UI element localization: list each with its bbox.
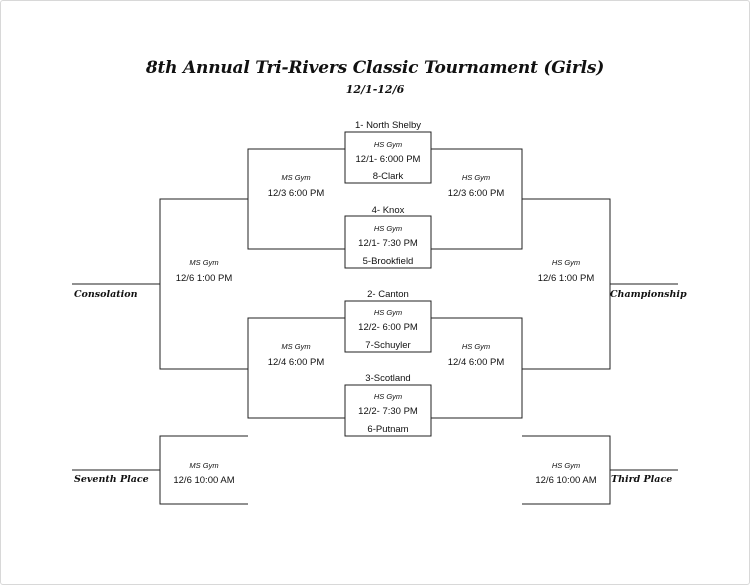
team-top-game-3: 2- Canton [367, 289, 409, 300]
third-place-label: Third Place [611, 474, 673, 485]
time-game-3: 12/2- 6:00 PM [358, 322, 418, 333]
time-consolation: 12/6 1:00 PM [175, 273, 233, 284]
time-third: 12/6 10:00 AM [535, 475, 597, 486]
time-left-semi-1: 12/3 6:00 PM [267, 188, 325, 199]
time-game-1: 12/1- 6:000 PM [355, 154, 421, 165]
tournament-dates: 12/1-12/6 [345, 83, 405, 96]
consolation-label: Consolation [74, 289, 138, 300]
third-line [522, 435, 611, 505]
seventh-place-label: Seventh Place [74, 474, 149, 485]
team-bottom-game-4: 6-Putnam [367, 424, 409, 435]
game-box-1 [344, 131, 432, 184]
tournament-title: 8th Annual Tri-Rivers Classic Tournament… [145, 58, 605, 78]
venue-right-semi-2: HS Gym [461, 342, 491, 351]
time-game-2: 12/1- 7:30 PM [358, 238, 418, 249]
venue-consolation: MS Gym [189, 258, 219, 267]
team-top-game-1: 1- North Shelby [354, 120, 421, 131]
consolation-line [159, 198, 248, 370]
venue-championship: HS Gym [551, 258, 581, 267]
championship-line [522, 198, 611, 370]
venue-game-3: HS Gym [373, 308, 403, 317]
left-semi-1-line [247, 148, 345, 250]
time-game-4: 12/2- 7:30 PM [358, 406, 418, 417]
time-seventh: 12/6 10:00 AM [173, 475, 235, 486]
game-box-3 [344, 300, 432, 353]
game-box-4 [344, 384, 432, 437]
team-top-game-2: 4- Knox [371, 205, 405, 216]
time-right-semi-1: 12/3 6:00 PM [447, 188, 505, 199]
venue-game-1: HS Gym [373, 140, 403, 149]
time-right-semi-2: 12/4 6:00 PM [447, 357, 505, 368]
venue-seventh: MS Gym [189, 461, 219, 470]
left-semi-2-line [247, 317, 345, 419]
venue-game-4: HS Gym [373, 392, 403, 401]
time-left-semi-2: 12/4 6:00 PM [267, 357, 325, 368]
team-bottom-game-3: 7-Schuyler [365, 340, 411, 351]
venue-third: HS Gym [551, 461, 581, 470]
team-bottom-game-1: 8-Clark [372, 171, 404, 182]
right-semi-2-line [431, 317, 523, 419]
time-championship: 12/6 1:00 PM [537, 273, 595, 284]
seventh-line [159, 435, 248, 505]
venue-game-2: HS Gym [373, 224, 403, 233]
venue-left-semi-2: MS Gym [281, 342, 311, 351]
team-top-game-4: 3-Scotland [365, 373, 411, 384]
team-bottom-game-2: 5-Brookfield [362, 256, 414, 267]
right-semi-1-line [431, 148, 523, 250]
game-box-2 [344, 215, 432, 269]
venue-right-semi-1: HS Gym [461, 173, 491, 182]
championship-label: Championship [610, 289, 687, 300]
venue-left-semi-1: MS Gym [281, 173, 311, 182]
